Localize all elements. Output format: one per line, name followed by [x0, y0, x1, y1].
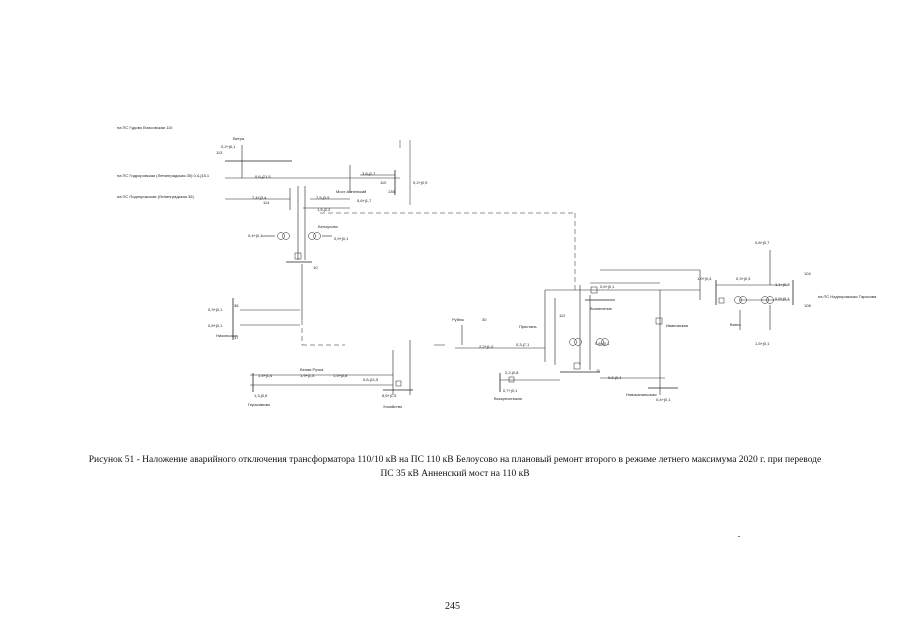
label-vyangi: Вянги	[730, 322, 741, 327]
label-gerasimovo: Герасимово	[248, 402, 271, 407]
flow-value: 2,2+j1,0	[479, 344, 494, 349]
flow-value: 8,6+j1,5	[382, 393, 397, 398]
transformer-winding	[313, 232, 321, 240]
label-voznesenie: Вознесение	[590, 306, 613, 311]
flow-value: 1,3-j0,6	[254, 393, 268, 398]
flow-value: 1,9+j1,5	[300, 373, 315, 378]
voltage-value: 114	[263, 200, 270, 205]
label-ps-podporozh: на ПС Подпорожская (Ленинградская 35)	[117, 194, 194, 199]
flow-value: 0,4+j0,1	[248, 233, 263, 238]
flow-value: 0,8+j0,1	[208, 323, 223, 328]
label-belaya-ruch: Белая Ручка	[300, 367, 324, 372]
voltage-value: 108	[804, 303, 811, 308]
transformer-winding	[569, 338, 577, 346]
transformer-winding	[277, 232, 285, 240]
flow-value: 0,4+j0,1	[656, 397, 671, 402]
label-pristan: Пристань	[519, 324, 537, 329]
label-ps-gudov: на ПС Гудово Власовская 110	[117, 125, 173, 130]
flow-value: 0,3+j0,1	[208, 307, 223, 312]
breaker	[573, 362, 581, 370]
label-voskresenskaya: Воскресенская	[494, 396, 522, 401]
transformer-winding	[734, 296, 742, 304]
flow-value: 3,8-j2,7	[362, 171, 376, 176]
label-110: 110	[380, 180, 387, 185]
flow-value: 1,5-j2,2	[317, 207, 331, 212]
label-ps-nadporozh: на ПС Надпорожская Тарасова	[818, 294, 877, 299]
voltage-value: 11	[596, 368, 601, 373]
breaker	[590, 286, 598, 294]
figure-caption-line-1: Рисунок 51 - Наложение аварийного отключ…	[88, 455, 822, 465]
flow-value: 0,3+j0,3	[736, 276, 751, 281]
label-rubezh: Рубеж	[452, 317, 464, 322]
voltage-value: 10	[313, 265, 318, 270]
voltage-value: 36	[234, 303, 239, 308]
stray-mark	[738, 536, 740, 537]
flow-value: 0,3-j7,1	[516, 342, 530, 347]
flow-value: 0,6-j21,5	[255, 174, 271, 179]
flow-value: 1,0+j0,4	[697, 276, 712, 281]
flow-value: 1,4+j1,6	[258, 373, 273, 378]
voltage-value: 30	[482, 317, 487, 322]
flow-value: 0,9+j0,1	[334, 236, 349, 241]
transformer-winding	[282, 232, 290, 240]
flow-value: 0,6+j0,1	[600, 284, 615, 289]
flow-value: 0,8+j0,7	[755, 240, 770, 245]
voltage-value: 104	[804, 271, 811, 276]
label-nikolskoe: Никольское	[216, 333, 238, 338]
transformer-winding	[766, 296, 774, 304]
flow-value: 1,1+j0,7	[775, 282, 790, 287]
breaker	[395, 380, 402, 387]
flow-value: 7,5-j3,9	[316, 195, 330, 200]
label-vetra: Ветра	[233, 136, 245, 141]
figure-caption-line-2: ПС 35 кВ Анненский мост на 110 кВ	[380, 469, 530, 479]
label-hozyaystvo: Хозяйство	[383, 404, 403, 409]
voltage-value: 37	[234, 335, 239, 340]
label-135: 135	[388, 189, 395, 194]
flow-value: 0,2+j6,1	[221, 144, 236, 149]
label-nov-kanal: Новоканальская	[626, 392, 657, 397]
label-ivanovskaya: Ивановская	[666, 323, 688, 328]
flow-value: 1,5+j0,8	[333, 373, 348, 378]
voltage-value: 112	[559, 313, 566, 318]
label-most-annin: Мост Анненский	[336, 189, 367, 194]
breaker	[508, 376, 515, 383]
transformer-winding	[739, 296, 747, 304]
flow-value: 2,2-j0,8	[505, 370, 519, 375]
flow-value: 5,6+j1,7	[357, 198, 372, 203]
page-number: 245	[445, 601, 460, 612]
flow-value: 0,6-j0,4	[608, 375, 622, 380]
flow-value: 0,8+j0,1	[775, 296, 790, 301]
transformer-winding	[601, 338, 609, 346]
breaker	[718, 297, 725, 304]
flow-value: 1,5+j0,1	[755, 341, 770, 346]
label-belousovo: Белоусово	[318, 224, 338, 229]
transformer-winding	[574, 338, 582, 346]
flow-value: 0,6-j11,5	[363, 377, 379, 382]
flow-value: 0,7+j0,1	[503, 388, 518, 393]
flow-value: 0,8+j0,1	[595, 341, 610, 346]
breaker	[294, 252, 302, 260]
transformer-winding	[308, 232, 316, 240]
voltage-value: 113	[216, 150, 223, 155]
breaker	[655, 317, 663, 325]
flow-value: 9,2+j0,9	[413, 180, 428, 185]
transformer-winding	[761, 296, 769, 304]
flow-value: 7,4+j3,4	[252, 195, 267, 200]
transformer-winding	[596, 338, 604, 346]
label-ps-gidrov: на ПС Гидроровская (Ленинградская 35) 0,…	[117, 173, 210, 178]
